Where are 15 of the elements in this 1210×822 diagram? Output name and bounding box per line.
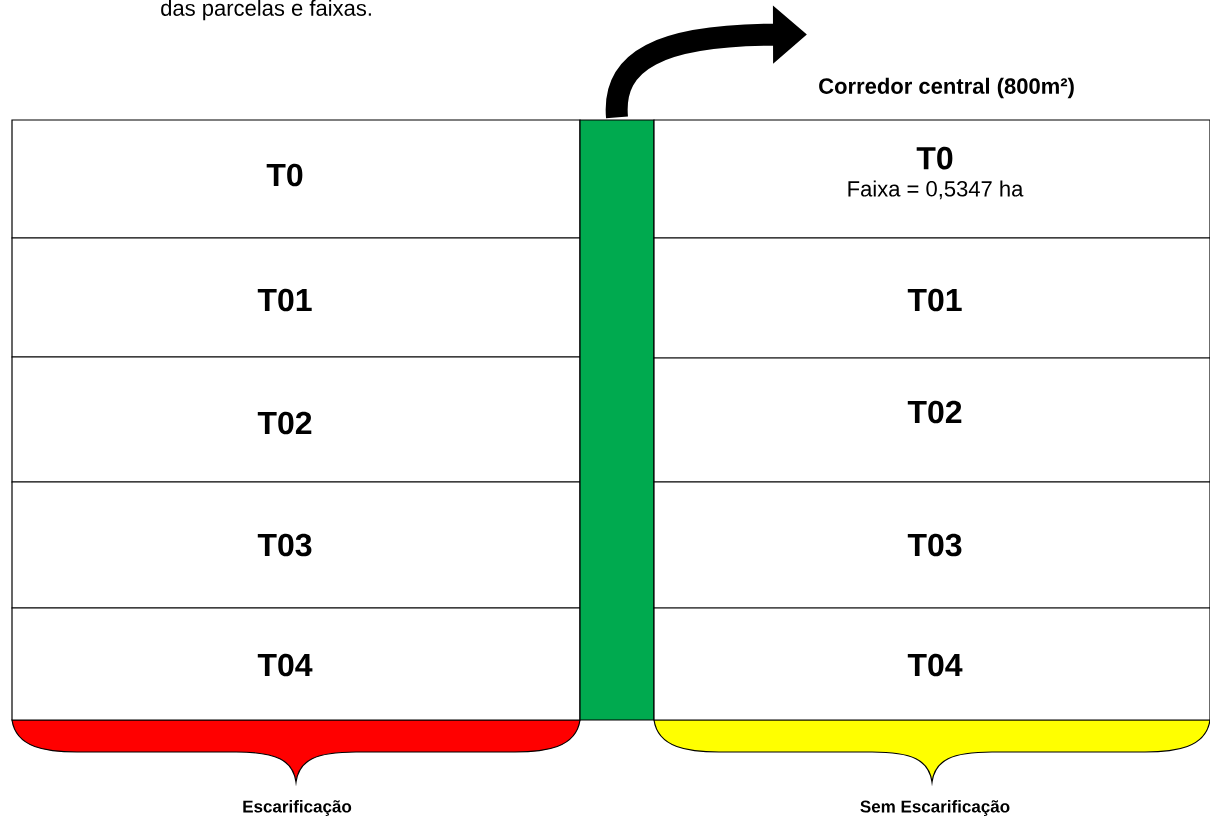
plot-cell: T04	[11, 607, 581, 721]
plot-cell: T02	[653, 357, 1210, 483]
note-text: das parcelas e faixas.	[161, 0, 371, 21]
plot-cell: T0 Faixa = 0,5347 ha	[653, 119, 1210, 239]
plot-cell: T01	[653, 237, 1210, 359]
plot-cell: T03	[11, 481, 581, 609]
plot-cell: T04	[653, 607, 1210, 721]
plot-cell: T02	[11, 356, 581, 483]
corridor-bar	[579, 119, 655, 721]
plot-cell: T0	[11, 119, 581, 239]
brace-label: Escarificação	[243, 800, 352, 816]
corridor-label: Corredor central (800m²)	[819, 77, 1074, 99]
plot-cell: T01	[11, 237, 581, 358]
plot-cell: T03	[653, 481, 1210, 609]
brace-label: Sem Escarificação	[860, 800, 1010, 816]
